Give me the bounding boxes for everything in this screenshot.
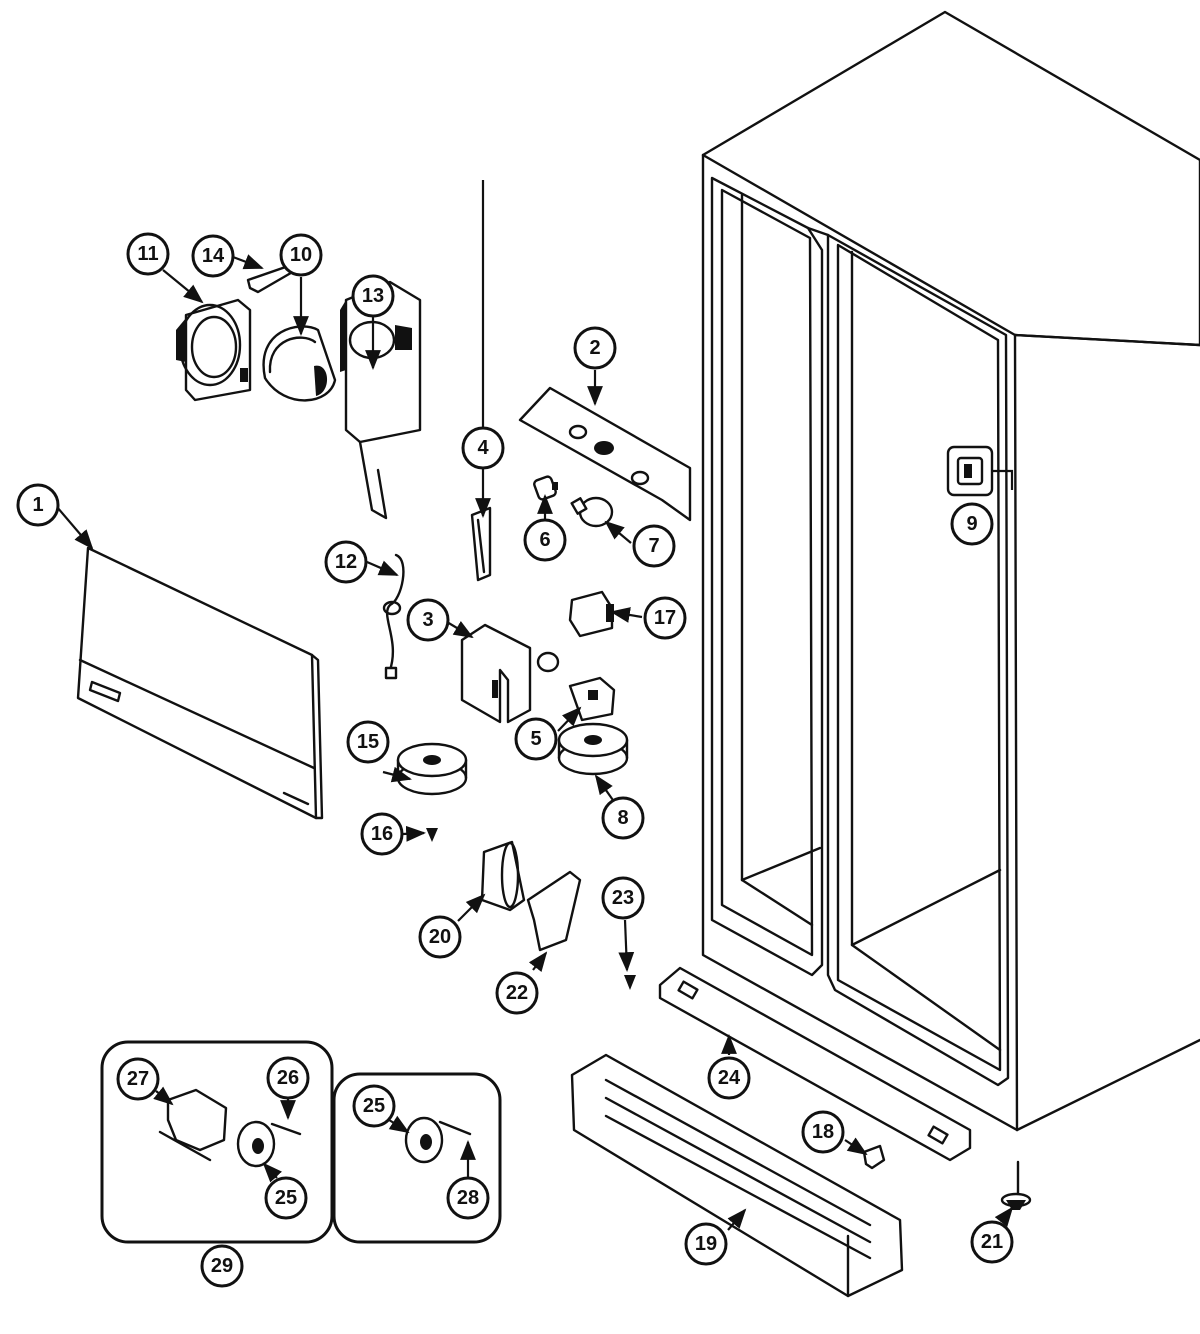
callout-label-8: 8 bbox=[617, 807, 628, 829]
callout-5: 5 bbox=[514, 717, 558, 761]
light-bracket-part-2 bbox=[518, 386, 692, 522]
callout-14: 14 bbox=[191, 234, 235, 278]
relay-part-17 bbox=[568, 590, 614, 638]
callout-label-20: 20 bbox=[429, 926, 451, 948]
callout-label-26: 26 bbox=[277, 1067, 299, 1089]
callout-label-24: 24 bbox=[718, 1067, 741, 1089]
callout-label-29: 29 bbox=[211, 1255, 233, 1277]
roller-bracket-part-27 bbox=[158, 1088, 228, 1162]
callout-12: 12 bbox=[324, 540, 368, 584]
socket-part-6 bbox=[533, 475, 558, 501]
screw-part-23 bbox=[624, 975, 636, 990]
callout-label-9: 9 bbox=[966, 513, 977, 535]
screw-part-16 bbox=[426, 828, 438, 842]
knob-part-8 bbox=[557, 722, 629, 776]
callout-label-10: 10 bbox=[290, 244, 312, 266]
callout-25-left: 25 bbox=[264, 1176, 308, 1220]
duct-part-20 bbox=[480, 840, 526, 912]
callout-17: 17 bbox=[643, 596, 687, 640]
callout-label-3: 3 bbox=[422, 609, 433, 631]
callout-16: 16 bbox=[360, 812, 404, 856]
callout-22: 22 bbox=[495, 971, 539, 1015]
callout-8: 8 bbox=[601, 796, 645, 840]
control-bracket-part-3 bbox=[460, 623, 532, 724]
kit-group-29-box bbox=[100, 1040, 334, 1244]
callout-21: 21 bbox=[970, 1220, 1014, 1264]
callout-28: 28 bbox=[446, 1176, 490, 1220]
callout-6: 6 bbox=[523, 518, 567, 562]
callout-1: 1 bbox=[16, 483, 60, 527]
toe-rail-part-24 bbox=[658, 966, 972, 1162]
callout-19: 19 bbox=[684, 1222, 728, 1266]
callout-29: 29 bbox=[200, 1244, 244, 1288]
toe-grille-part-19 bbox=[570, 1053, 904, 1298]
refrigerator-cabinet bbox=[701, 10, 1200, 1132]
callout-label-13: 13 bbox=[362, 285, 384, 307]
callout-20: 20 bbox=[418, 915, 462, 959]
light-bulb-part-7 bbox=[570, 496, 614, 528]
callout-18: 18 bbox=[801, 1110, 845, 1154]
callout-label-25-right: 25 bbox=[363, 1095, 385, 1117]
callout-label-17: 17 bbox=[654, 607, 676, 629]
callout-label-14: 14 bbox=[202, 245, 225, 267]
cover-part-22 bbox=[526, 870, 582, 952]
callout-label-11: 11 bbox=[137, 243, 158, 265]
roller-part-25-right bbox=[404, 1116, 444, 1164]
callout-label-22: 22 bbox=[506, 982, 528, 1004]
callout-label-7: 7 bbox=[648, 535, 659, 557]
switch-part-9 bbox=[946, 445, 1014, 497]
callout-label-23: 23 bbox=[612, 887, 634, 909]
callout-27: 27 bbox=[116, 1057, 160, 1101]
callout-11: 11 bbox=[126, 232, 170, 276]
callout-label-2: 2 bbox=[589, 337, 600, 359]
clip-part-18 bbox=[862, 1144, 886, 1170]
callout-23: 23 bbox=[601, 876, 645, 920]
callout-15: 15 bbox=[346, 720, 390, 764]
leveling-leg-part-21 bbox=[1000, 1160, 1032, 1210]
callout-label-15: 15 bbox=[357, 731, 379, 753]
callout-label-27: 27 bbox=[127, 1068, 149, 1090]
callout-25-right: 25 bbox=[352, 1084, 396, 1128]
callout-26: 26 bbox=[266, 1056, 310, 1100]
callout-10: 10 bbox=[279, 233, 323, 277]
callout-13: 13 bbox=[351, 274, 395, 318]
callout-9: 9 bbox=[950, 502, 994, 546]
callout-label-21: 21 bbox=[981, 1231, 1003, 1253]
roller-part-25-left bbox=[236, 1120, 276, 1168]
callout-label-28: 28 bbox=[457, 1187, 479, 1209]
callout-24: 24 bbox=[707, 1056, 751, 1100]
kit-group-25-28-box bbox=[332, 1072, 502, 1244]
wire-harness-part-12 bbox=[382, 553, 405, 680]
ice-bucket-part-10 bbox=[262, 325, 337, 402]
callout-label-19: 19 bbox=[695, 1233, 717, 1255]
axle-part-26 bbox=[270, 1122, 302, 1136]
callout-7: 7 bbox=[632, 524, 676, 568]
fan-shroud-part-11 bbox=[176, 298, 252, 402]
callout-label-16: 16 bbox=[371, 823, 393, 845]
callout-4: 4 bbox=[461, 426, 505, 470]
auger-motor-part-13 bbox=[340, 280, 422, 520]
thermostat-part-5 bbox=[536, 651, 616, 722]
axle-part-28 bbox=[438, 1120, 472, 1136]
callout-label-6: 6 bbox=[539, 529, 550, 551]
callout-label-18: 18 bbox=[812, 1121, 834, 1143]
door-panel-part-1 bbox=[76, 546, 324, 820]
callout-3: 3 bbox=[406, 598, 450, 642]
callout-label-25-left: 25 bbox=[275, 1187, 297, 1209]
callout-2: 2 bbox=[573, 326, 617, 370]
callout-label-1: 1 bbox=[32, 494, 43, 516]
bracket-part-4 bbox=[470, 506, 492, 582]
knob-part-15 bbox=[396, 742, 468, 796]
callout-label-5: 5 bbox=[530, 728, 541, 750]
callout-label-4: 4 bbox=[477, 437, 489, 459]
callout-label-12: 12 bbox=[335, 551, 357, 573]
